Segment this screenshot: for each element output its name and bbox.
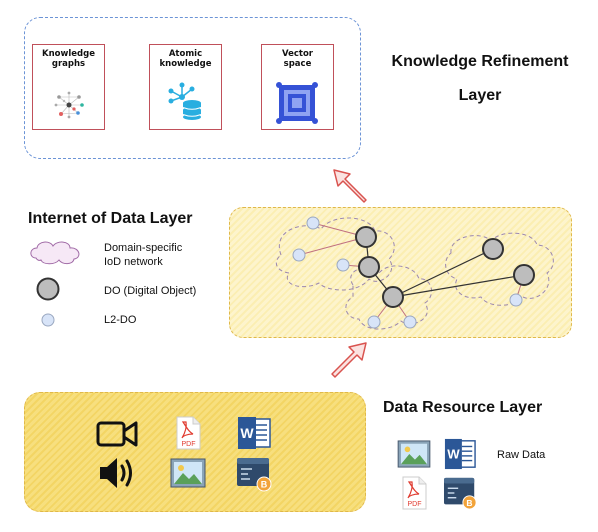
l2do-node	[403, 315, 417, 329]
l2do-legend-icon	[41, 313, 55, 327]
code-bitcoin-icon: B	[444, 477, 477, 510]
speaker-icon	[100, 458, 132, 488]
title-line1: Knowledge Refinement	[391, 53, 569, 70]
do-node	[482, 238, 504, 260]
card-title-line2: graphs	[51, 59, 86, 69]
knowledge-layer-title: Knowledge Refinement Layer	[375, 52, 585, 106]
domain-cloud	[275, 217, 395, 291]
iod-layer-title: Internet of Data Layer	[28, 210, 193, 227]
image-icon	[397, 440, 431, 468]
l2do-legend-label: L2-DO	[104, 314, 137, 326]
l2do-node	[306, 216, 320, 230]
do-legend-icon	[36, 277, 60, 301]
upward-arrow-bottom	[331, 342, 367, 378]
word-doc-icon: W	[238, 417, 271, 449]
do-node	[513, 264, 535, 286]
svg-text:PDF: PDF	[182, 441, 196, 448]
data-layer-title: Data Resource Layer	[383, 399, 543, 416]
card-title-line1: Atomic	[168, 49, 203, 59]
svg-text:W: W	[240, 425, 254, 441]
image-icon	[170, 458, 206, 488]
l2do-node	[367, 315, 381, 329]
svg-text:B: B	[261, 480, 268, 490]
vector-square-icon	[276, 82, 318, 124]
graph-icon	[54, 91, 84, 119]
card-title-line1: Knowledge	[42, 49, 95, 59]
card-vector-space: Vector space	[261, 44, 334, 130]
do-node	[355, 226, 377, 248]
l2do-node	[336, 258, 350, 272]
word-doc-icon: W	[444, 438, 476, 470]
video-camera-icon	[96, 421, 138, 447]
card-title-line2: knowledge	[159, 59, 212, 69]
do-node	[358, 256, 380, 278]
card-knowledge-graphs: Knowledge graphs	[32, 44, 105, 130]
cloud-legend-line1: Domain-specific	[104, 242, 183, 254]
domain-cloud	[345, 265, 433, 330]
title-line2: Layer	[458, 87, 502, 104]
pdf-icon: PDF	[402, 476, 427, 510]
cloud-legend-line2: IoD network	[104, 256, 163, 268]
svg-text:B: B	[466, 498, 472, 508]
pdf-icon: PDF	[176, 416, 201, 450]
code-bitcoin-icon: B	[237, 458, 272, 492]
card-title-line1: Vector	[281, 49, 313, 59]
card-atomic-knowledge: Atomic knowledge	[149, 44, 222, 130]
l2do-node	[292, 248, 306, 262]
do-node	[382, 286, 404, 308]
cloud-legend-label: Domain-specific IoD network	[104, 241, 182, 269]
svg-text:W: W	[447, 447, 460, 462]
cloud-legend-icon	[30, 241, 80, 265]
iod-network-diagram	[275, 216, 554, 330]
database-network-icon	[168, 82, 202, 120]
card-title-line2: space	[283, 59, 312, 69]
svg-text:PDF: PDF	[408, 501, 422, 508]
do-legend-label: DO (Digital Object)	[104, 285, 197, 297]
data-resource-frame	[24, 392, 366, 512]
upward-arrow-top	[333, 169, 367, 203]
l2do-node	[509, 293, 523, 307]
raw-data-label: Raw Data	[497, 449, 546, 461]
